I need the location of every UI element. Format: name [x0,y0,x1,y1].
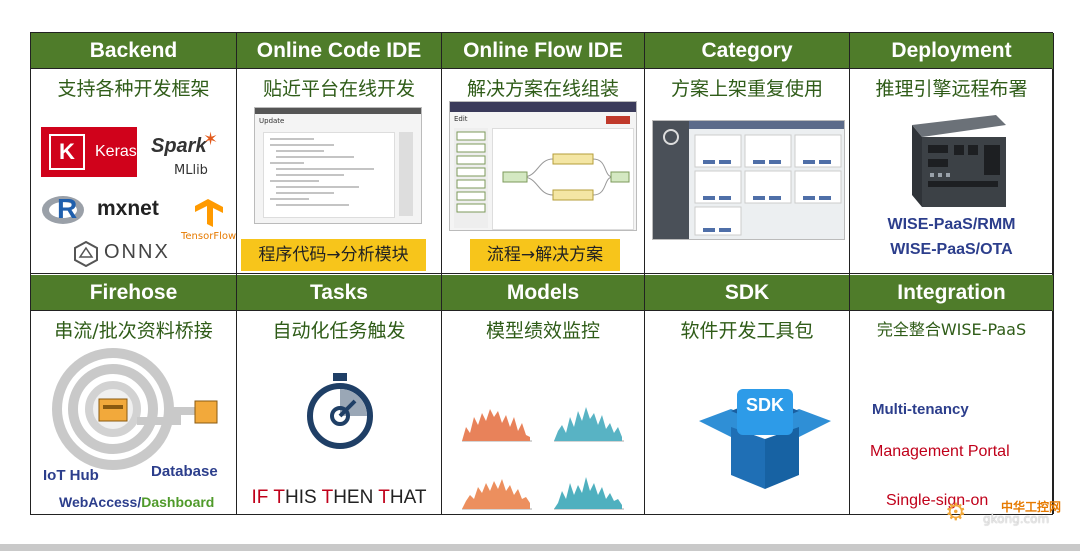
column-category: Category 方案上架重复使用 [645,33,850,514]
code-editor-area [263,132,395,218]
header-models: Models [442,275,644,311]
subtitle-models: 模型绩效监控 [485,320,600,342]
header-flow-ide: Online Flow IDE [442,33,644,69]
flow-canvas [492,128,634,230]
deployment-rmm-label: WISE-PaaS/RMM [887,216,1016,233]
column-deployment: Deployment 推理引擎远程布署 WISE-PaaS/RMM WISE-P… [850,33,1054,514]
firehose-hose-icon [47,347,227,481]
subtitle-firehose: 串流/批次资料桥接 [54,320,213,342]
mllib-label: MLlib [174,163,208,178]
deployment-ota-label: WISE-PaaS/OTA [890,241,1013,258]
subtitle-sdk: 软件开发工具包 [680,320,814,342]
header-firehose: Firehose [31,275,236,311]
edge-server-icon [898,111,1010,215]
category-preview [645,105,849,273]
flow-palette [454,128,488,228]
row2-header-divider [31,310,1052,311]
subtitle-tasks: 自动化任务触发 [272,320,406,342]
feature-grid: Backend 支持各种开发框架 K Keras Spark ✶ MLlib R… [30,32,1054,515]
onnx-label: ONNX [104,241,170,263]
column-flow-ide: Online Flow IDE 解决方案在线组装 Edit [442,33,645,514]
models-preview [442,347,644,515]
subtitle-deployment: 推理引擎远程布署 [875,78,1028,100]
sdk-box-label: SDK [745,395,784,415]
column-backend: Backend 支持各种开发框架 K Keras Spark ✶ MLlib R… [31,33,237,514]
header-integration: Integration [850,275,1053,311]
sdk-box-icon: SDK [695,381,835,497]
gear-icon: ⚙ [945,498,967,526]
header-code-ide: Online Code IDE [237,33,441,69]
category-screenshot [652,120,845,240]
subtitle-backend: 支持各种开发框架 [57,78,210,100]
flow-ide-screenshot: Edit [449,101,637,231]
firehose-preview: IoT Hub Database WebAccess/Dashboard [31,347,236,515]
header-tasks: Tasks [237,275,441,311]
header-sdk: SDK [645,275,849,311]
header-deployment: Deployment [850,33,1053,69]
deployment-preview: WISE-PaaS/RMM WISE-PaaS/OTA [850,105,1053,273]
code-ide-highlight: 程序代码→分析模块 [241,239,426,271]
r-logo: R [41,193,87,227]
ifttt-text: IF THIS THEN THAT [251,487,427,508]
stopwatch-icon [305,371,375,455]
category-sidebar [653,121,689,239]
header-category: Category [645,33,849,69]
model-chart-3-icon [458,455,534,517]
subtitle-flow-ide: 解决方案在线组装 [466,78,619,100]
subtitle-category: 方案上架重复使用 [670,78,823,100]
management-portal-label: Management Portal [870,443,1010,460]
code-scrollbar [399,132,413,216]
code-ide-screenshot: Update [254,107,422,224]
webaccess-dashboard-label: WebAccess/Dashboard [59,494,215,510]
tensorflow-label: TensorFlow [181,231,237,242]
sdk-preview: SDK [645,347,849,515]
spark-logo: Spark [151,135,207,157]
tasks-preview: IF THIS THEN THAT [237,347,441,515]
column-tasks: Tasks 自动化任务触发 IF THIS THEN THAT [237,33,442,514]
model-chart-2-icon [550,387,626,449]
column-code-ide: Online Code IDE 贴近平台在线开发 Update [237,33,442,514]
code-ide-preview: Update 程序代码→分析模块 [237,105,441,273]
tensorflow-logo-icon [191,197,225,233]
flow-ide-highlight: 流程→解决方案 [470,239,620,271]
onnx-icon [73,240,99,271]
model-chart-4-icon [550,455,626,517]
integration-preview: Multi-tenancy Management Portal Single-s… [850,347,1053,515]
spark-star-icon: ✶ [203,129,219,150]
column-sdk: SDK 软件开发工具包 SDK [645,33,850,514]
row1-header-divider [31,68,1052,69]
flow-ide-preview: Edit [442,101,644,273]
column-firehose: Firehose 串流/批次资料桥接 IoT Hub Database WebA… [31,33,237,514]
column-models: Models 模型绩效监控 [442,33,645,514]
backend-logos: K Keras Spark ✶ MLlib R mxnet TensorFlow… [31,105,236,273]
multi-tenancy-label: Multi-tenancy [872,401,969,418]
subtitle-integration: 完全整合WISE-PaaS [876,320,1027,339]
header-backend: Backend [31,33,236,69]
single-sign-on-label: Single-sign-on [886,492,989,509]
column-integration: Integration 完全整合WISE-PaaS Multi-tenancy … [850,33,1054,514]
database-label: Database [151,463,218,480]
row-divider [31,273,1052,274]
mxnet-logo: mxnet [97,197,159,220]
deploy-button-icon [606,116,630,124]
iot-hub-label: IoT Hub [43,467,99,484]
keras-logo: K Keras [41,127,137,177]
model-chart-1-icon [458,387,534,449]
bottom-bar [0,544,1080,551]
subtitle-code-ide: 贴近平台在线开发 [262,78,415,100]
